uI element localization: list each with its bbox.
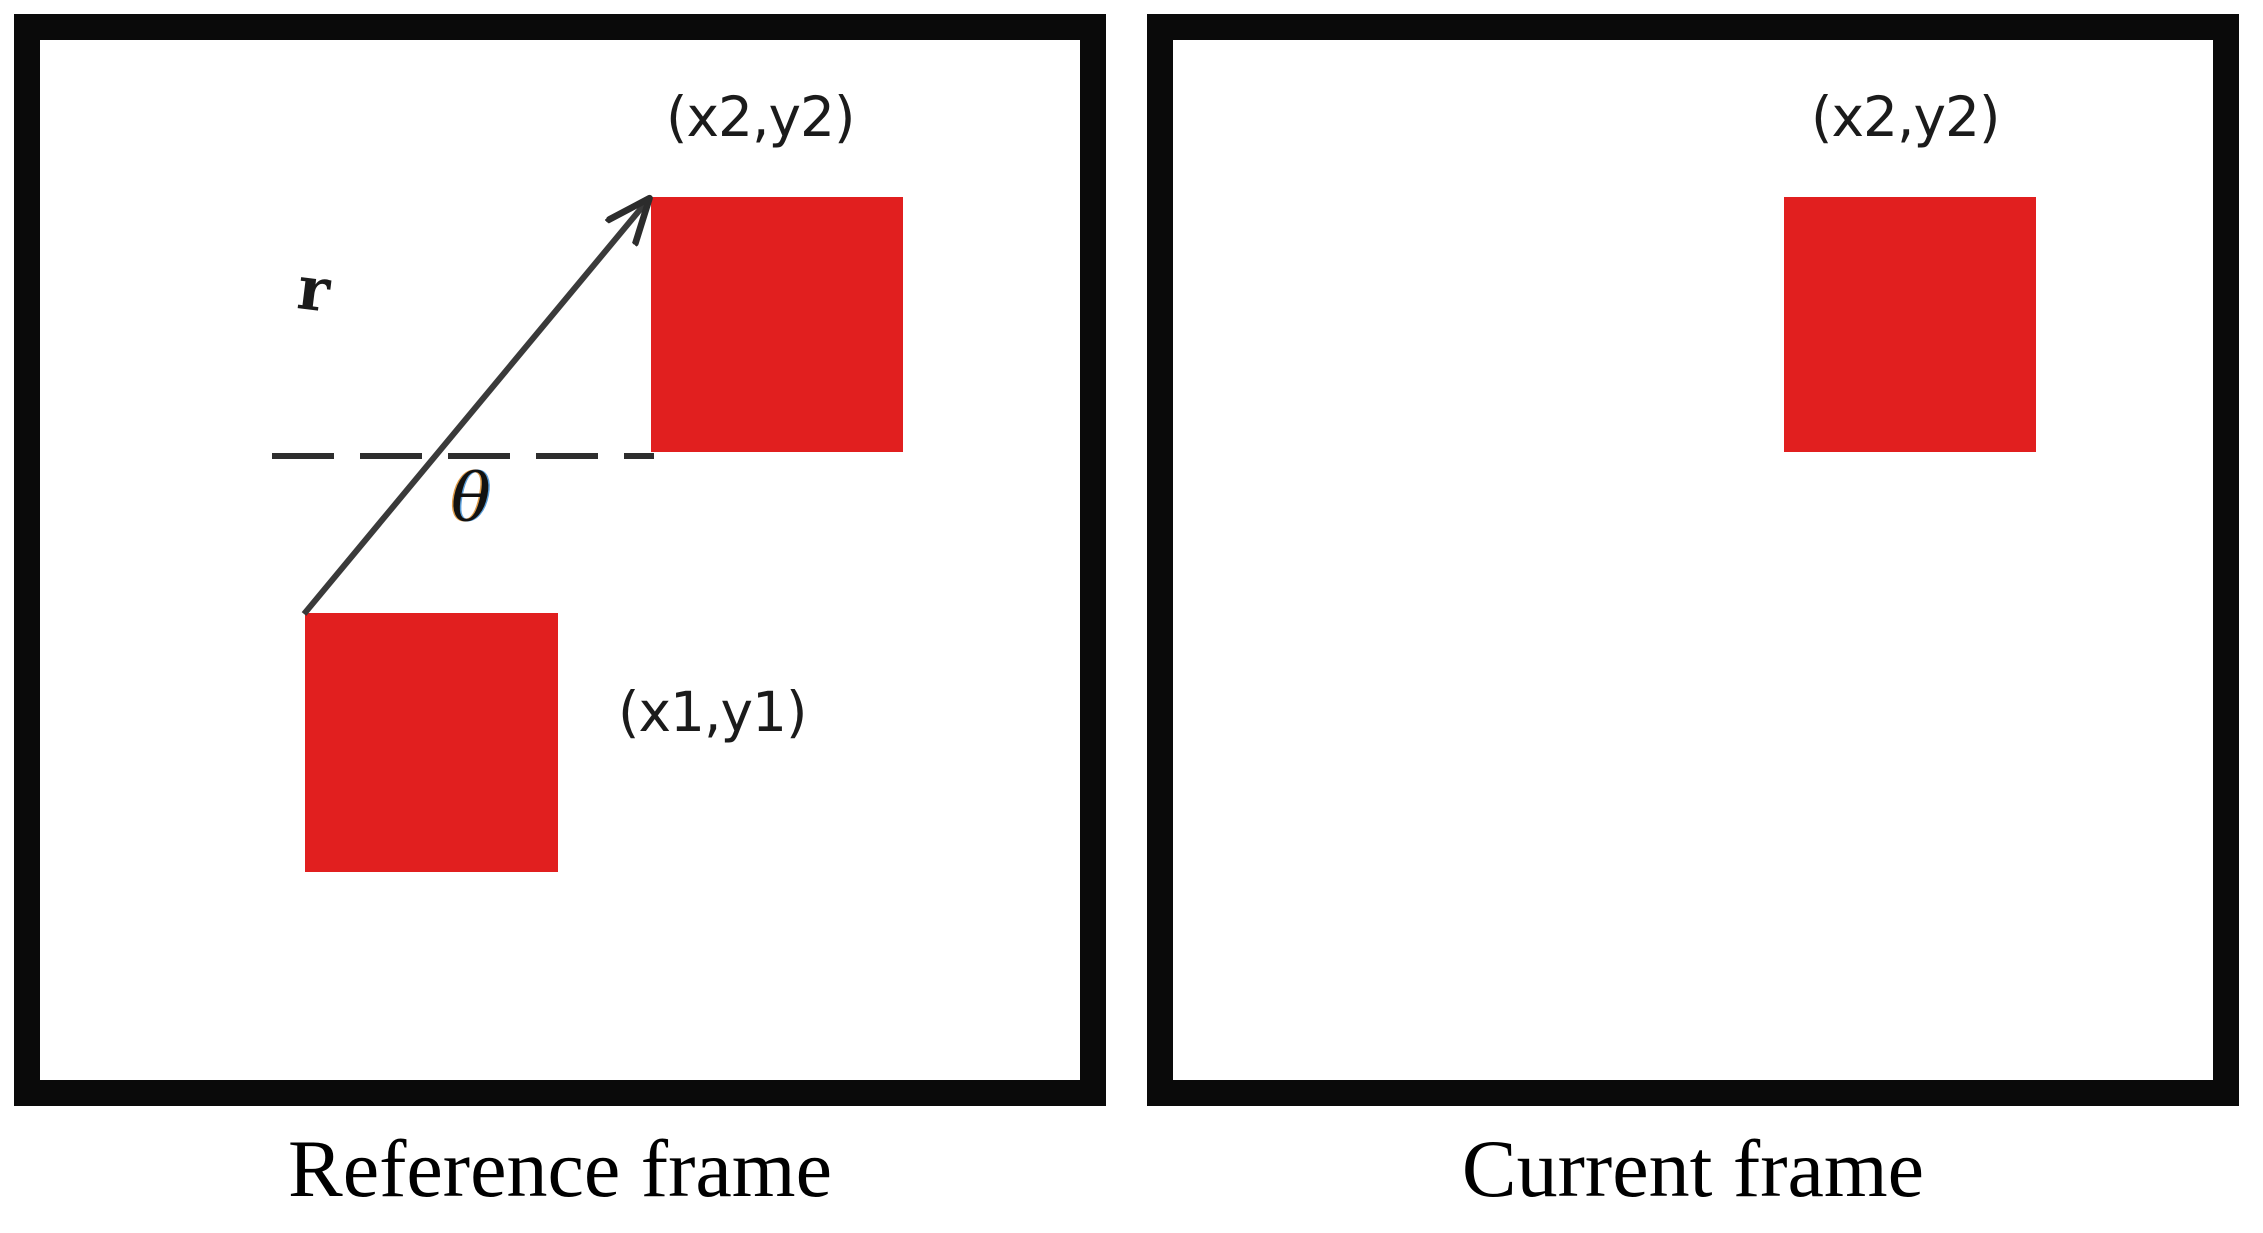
motion-vector-overlay (272, 40, 654, 616)
vector-magnitude-label-r: r (293, 253, 334, 327)
reference-frame-content: (x2,y2) (x1,y1) r θ (40, 40, 1080, 1080)
red-block-x1y1-reference (305, 613, 558, 872)
current-frame-content: (x2,y2) (1173, 40, 2213, 1080)
caption-reference-frame: Reference frame (288, 1123, 832, 1214)
displacement-vector-arrow (301, 200, 648, 616)
coordinate-label-x2y2-reference: (x2,y2) (666, 85, 855, 149)
angle-label-theta: θ (451, 460, 491, 537)
red-block-x2y2-current (1784, 197, 2036, 452)
current-frame-panel: (x2,y2) (1147, 14, 2239, 1106)
coordinate-label-x1y1-reference: (x1,y1) (618, 680, 807, 744)
caption-current-frame: Current frame (1461, 1123, 1925, 1214)
reference-frame-panel: (x2,y2) (x1,y1) r θ (14, 14, 1106, 1106)
red-block-x2y2-reference (651, 197, 903, 452)
coordinate-label-x2y2-current: (x2,y2) (1811, 85, 2000, 149)
